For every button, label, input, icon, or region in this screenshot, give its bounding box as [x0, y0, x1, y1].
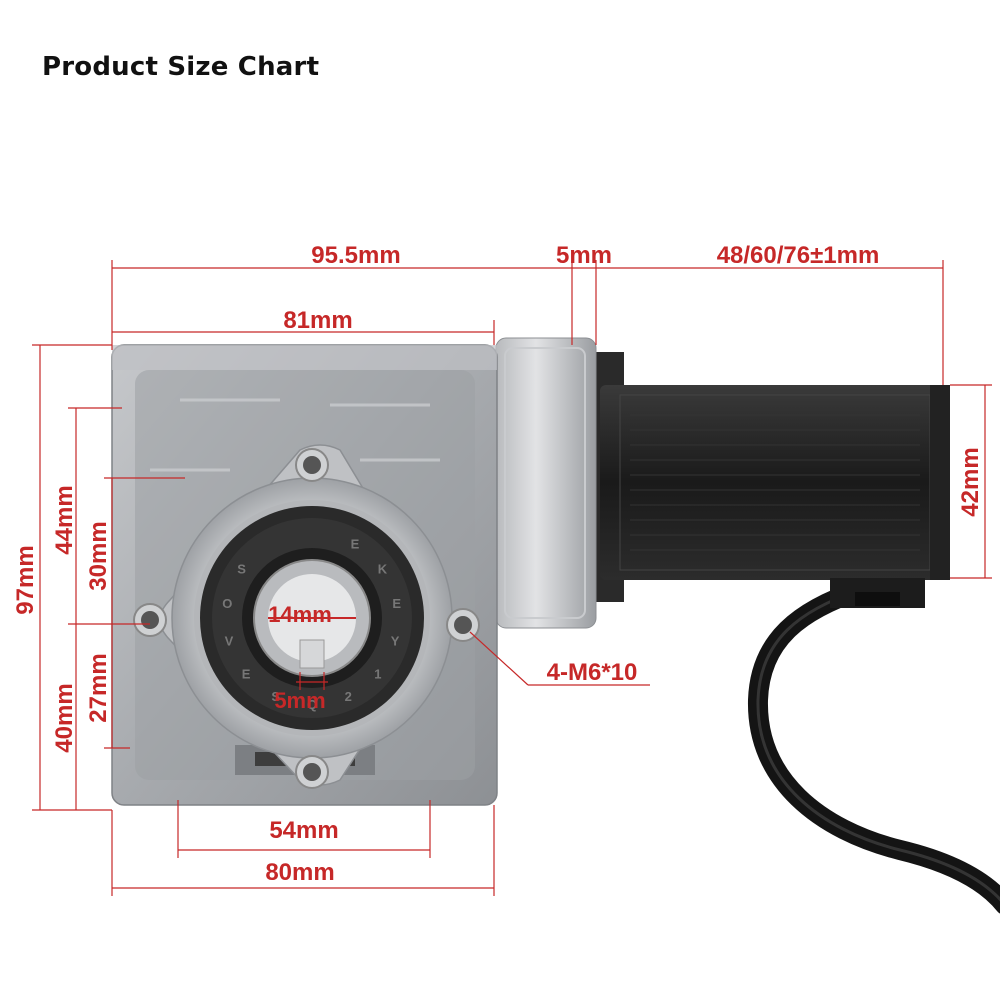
page-title: Product Size Chart [42, 52, 320, 82]
stepper-motor [596, 352, 950, 608]
dim-mount-holes: 4-M6*10 [547, 659, 638, 686]
seal-mark: E [242, 666, 251, 681]
dim-overall-gearbox-length: 95.5mm [311, 242, 400, 269]
dimension-labels: 95.5mm 5mm 48/60/76±1mm 81mm 42mm 97mm 4… [12, 242, 984, 886]
dim-keyway-width: 5mm [274, 688, 325, 713]
dim-lower-height: 40mm [51, 683, 78, 752]
dim-upper-mount-height: 30mm [85, 521, 112, 590]
seal-mark: Y [391, 633, 400, 648]
seal-mark: O [222, 596, 232, 611]
seal-mark: K [378, 562, 388, 577]
seal-mark: 2 [345, 689, 352, 704]
dim-motor-length: 48/60/76±1mm [717, 242, 880, 269]
seal-mark: 1 [374, 666, 381, 681]
motor-flange [495, 337, 597, 629]
dim-lower-mount-height: 27mm [85, 653, 112, 722]
dim-housing-top-width: 81mm [283, 307, 352, 334]
dim-overall-height: 97mm [12, 545, 39, 614]
seal-mark: E [392, 596, 401, 611]
dim-housing-bottom-width: 80mm [265, 859, 334, 886]
dim-flange-gap: 5mm [556, 242, 612, 269]
seal-mark: E [351, 537, 360, 552]
dim-upper-height: 44mm [51, 485, 78, 554]
dim-bore-diameter: 14mm [268, 602, 332, 627]
dimension-lines [32, 260, 992, 896]
motor-cable [747, 580, 1000, 914]
dim-motor-height: 42mm [957, 447, 984, 516]
dim-mount-spacing: 54mm [269, 817, 338, 844]
seal-mark: S [237, 562, 246, 577]
seal-mark: S [271, 689, 280, 704]
seal-mark: Q [307, 697, 317, 712]
seal-mark: V [225, 633, 234, 648]
